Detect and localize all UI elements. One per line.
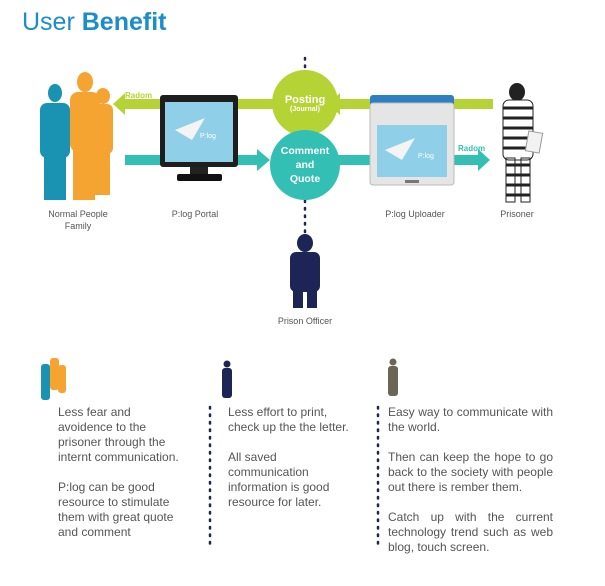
svg-text:P:log: P:log — [418, 153, 434, 160]
benefit-officer: Less effort to print, check up the the l… — [228, 405, 349, 509]
prison-officer-figure-icon — [290, 234, 320, 308]
label-plog-portal: P:log Portal — [171, 209, 219, 219]
plog-uploader-tablet-icon: P:log — [369, 95, 455, 186]
radom-label-left: Radom — [125, 91, 153, 100]
prisoner-figure-icon — [502, 83, 544, 203]
svg-text:P:log: P:log — [200, 133, 216, 140]
label-prisoner: Prisoner — [500, 209, 534, 219]
plog-portal-monitor-icon: P:log — [160, 95, 238, 181]
family-figure-icon — [40, 72, 113, 200]
family-small-icon — [41, 358, 66, 400]
page-title: User Benefit — [22, 8, 167, 36]
benefit-prisoner: Easy way to communicate with the world.T… — [388, 405, 553, 554]
label-plog-uploader: P:log Uploader — [385, 209, 445, 219]
benefit-family: Less fear and avoidence to the prisoner … — [58, 405, 179, 539]
posting-journal-node: Posting (Journal) — [272, 70, 338, 136]
prisoner-small-icon — [388, 358, 398, 396]
flow-graphic: P:log P:log — [40, 56, 544, 308]
officer-small-icon — [222, 360, 232, 398]
label-prison-officer: Prison Officer — [277, 316, 333, 326]
benefit-icons — [41, 358, 398, 550]
comment-quote-node: Comment and Quote — [270, 130, 340, 200]
radom-label-right: Radom — [458, 144, 486, 153]
